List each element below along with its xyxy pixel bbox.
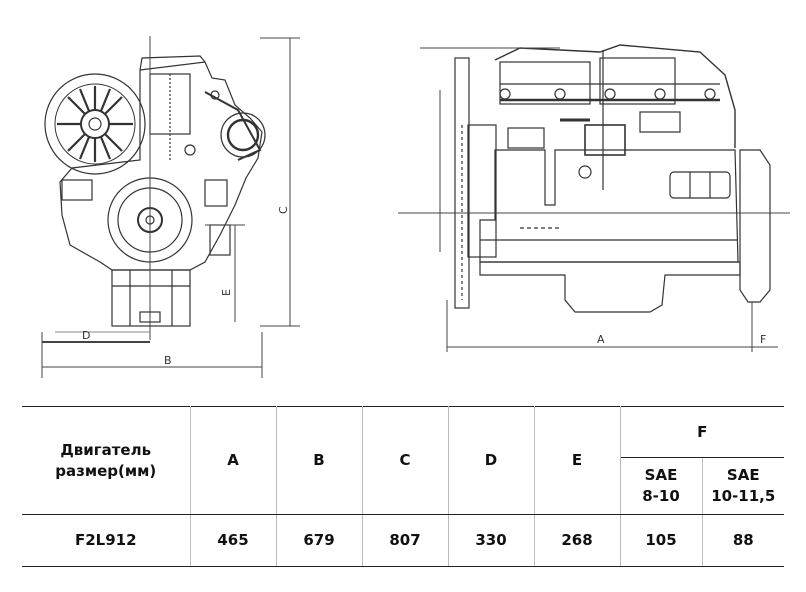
oil-filter <box>111 269 191 327</box>
col-header-b: B <box>275 406 363 515</box>
front-label-b: B <box>164 354 172 367</box>
cell-e: 268 <box>533 514 621 567</box>
col-header-sae-10-11-5: SAE 10-11,5 <box>701 457 784 515</box>
front-label-d: D <box>82 329 90 342</box>
front-label-e: E <box>220 289 233 296</box>
col-header-f: F <box>619 406 784 458</box>
oil-pan-side <box>479 261 741 313</box>
col-header-a: A <box>189 406 277 515</box>
side-label-a: A <box>597 333 605 346</box>
cell-c: 807 <box>361 514 449 567</box>
side-view-dimensions <box>398 47 790 352</box>
engine-block-side <box>479 149 739 263</box>
fan-cover-side <box>454 57 470 309</box>
sae2-line2: 10-11,5 <box>711 487 776 505</box>
bell-housing <box>739 149 771 303</box>
engine-dimensions-table: Двигатель размер(мм) A B C D E F SAE 8-1… <box>22 406 784 567</box>
starter-motor <box>669 171 731 199</box>
front-view-dimensions <box>41 36 300 378</box>
sae1-line1: SAE <box>644 466 678 484</box>
fan-blades <box>57 86 133 162</box>
col-header-c: C <box>361 406 449 515</box>
fan-housing <box>44 73 146 175</box>
engine-header-line2: размер(мм) <box>55 461 157 480</box>
engine-block-outline <box>59 61 263 271</box>
engine-dimension-drawings: D B C E <box>41 36 790 378</box>
table-header-row: Двигатель размер(мм) A B C D E F <box>22 406 784 515</box>
col-header-d: D <box>447 406 535 515</box>
col-header-sae-8-10: SAE 8-10 <box>620 457 703 515</box>
cell-a: 465 <box>189 514 277 567</box>
side-view-drawing <box>454 44 771 313</box>
table-row: F2L912 465 679 807 330 268 105 88 <box>22 514 784 567</box>
cell-engine: F2L912 <box>22 514 191 567</box>
engine-size-header: Двигатель размер(мм) <box>22 406 191 515</box>
col-header-e: E <box>533 406 621 515</box>
cell-b: 679 <box>275 514 363 567</box>
side-label-f: F <box>760 333 766 346</box>
front-view-drawing <box>44 55 266 327</box>
sae2-line1: SAE <box>726 466 760 484</box>
cell-f-sae-8-10: 105 <box>619 514 703 567</box>
sae1-line2: 8-10 <box>642 487 680 505</box>
cell-d: 330 <box>447 514 535 567</box>
engine-header-line1: Двигатель <box>60 440 152 459</box>
cell-f-sae-10-11-5: 88 <box>701 514 784 567</box>
front-label-c: C <box>277 206 290 214</box>
